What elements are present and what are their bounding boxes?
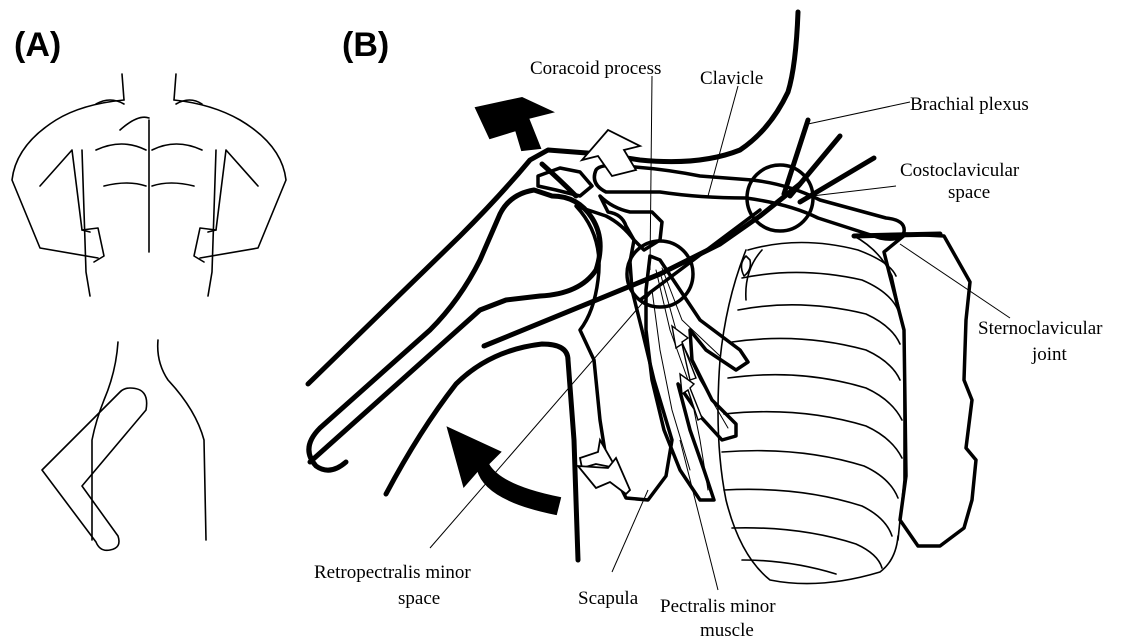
clavicle-bone — [594, 166, 904, 240]
label-coracoid-process: Coracoid process — [530, 58, 661, 79]
rotation-arrow-black — [448, 428, 560, 514]
sternum — [884, 234, 976, 546]
label-retropectralis-2: space — [398, 588, 440, 609]
torso-front-drawing — [12, 74, 286, 296]
label-retropectralis-1: Retropectralis minor — [314, 562, 471, 583]
label-sternoclavicular-1: Sternoclavicular — [978, 318, 1103, 339]
label-scapula: Scapula — [578, 588, 639, 609]
label-pectralis-minor-2: muscle — [700, 620, 754, 640]
elevation-arrow-black — [476, 98, 552, 150]
torso-side-drawing — [42, 340, 206, 550]
label-pectralis-minor-1: Pectralis minor — [660, 596, 776, 617]
label-sternoclavicular-2: joint — [1031, 344, 1068, 365]
label-clavicle: Clavicle — [700, 68, 763, 89]
panel-label-a: (A) — [14, 26, 61, 64]
rib-cage — [718, 236, 904, 584]
label-costoclavicular-1: Costoclavicular — [900, 160, 1020, 181]
label-brachial-plexus: Brachial plexus — [910, 94, 1029, 115]
thorax-contour — [854, 234, 940, 236]
humerus-outline — [309, 190, 600, 470]
label-costoclavicular-2: space — [948, 182, 990, 203]
panel-label-b: (B) — [342, 26, 389, 64]
